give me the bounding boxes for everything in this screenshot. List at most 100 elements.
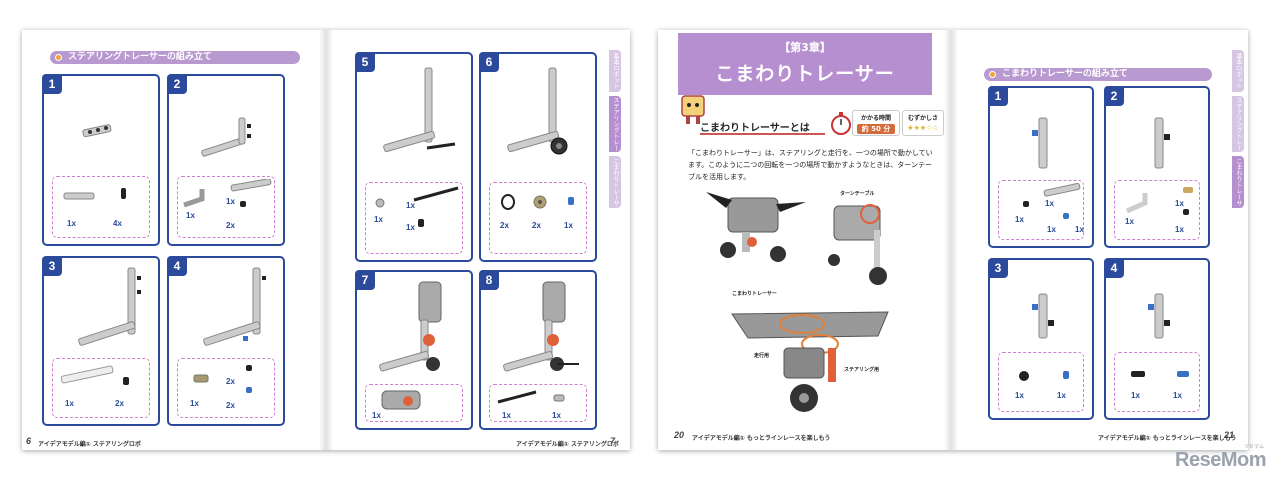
chapter-tab[interactable]: こまわりトレーサー — [600, 156, 621, 208]
chapter-tab[interactable]: 基本ロボット — [1232, 50, 1244, 92]
step-card-3: 3 1x 1x — [988, 258, 1094, 420]
time-label: かかる時間 — [860, 115, 891, 122]
frame-wheel-model-image — [507, 67, 568, 155]
section-title: こまわりトレーサーの組み立て — [1002, 69, 1128, 79]
stopwatch-icon — [831, 112, 851, 135]
part-blue-pin-image — [1063, 213, 1069, 219]
section-title: ステアリングトレーサーの組み立て — [68, 52, 212, 62]
intro-paragraph: 「こまわりトレーサー」は、ステアリングと走行を、一つの場所で動かしています。この… — [688, 149, 933, 181]
part-pin-image — [1023, 201, 1029, 207]
parts-box: 1x 1x 2x — [177, 176, 275, 238]
frame-model-image — [383, 67, 456, 153]
watermark-subtext: リセマム — [1243, 444, 1264, 450]
callout-drive: 走行用 — [754, 353, 770, 359]
chapter-tab-active[interactable]: こまわりトレーサー — [1223, 156, 1244, 208]
part-pin-image — [246, 365, 252, 371]
step-number: 3 — [988, 258, 1008, 278]
part-angle-beam-image — [183, 189, 205, 208]
step-card-1: 1 1x 4x — [42, 74, 160, 246]
bullet-icon — [55, 54, 62, 61]
part-qty: 1x — [1047, 225, 1056, 234]
part-angle-beam-image — [1125, 193, 1148, 214]
beam-model-image — [1032, 293, 1054, 339]
page-gutter — [319, 30, 333, 450]
part-qty: 1x — [1131, 391, 1140, 400]
page-number: 6 — [26, 436, 32, 446]
parts-box: 1x — [365, 384, 463, 422]
motor-frame-model-image — [503, 281, 579, 372]
part-gear-image — [533, 195, 547, 209]
page-number: 7 — [610, 436, 616, 446]
part-qty: 1x — [1015, 391, 1024, 400]
beam-model-image — [82, 124, 112, 138]
part-tire-image — [501, 194, 515, 210]
motor-frame-model-image — [379, 281, 442, 372]
chapter-tab-active[interactable]: ステアリングトレーサー — [600, 96, 621, 152]
chapter-title: こまわりトレーサー — [715, 63, 895, 85]
part-qty: 1x — [1057, 391, 1066, 400]
part-qty: 1x — [406, 201, 415, 210]
parts-box: 1x 1x — [1114, 352, 1200, 412]
step-card-8: 8 1x 1x — [479, 270, 597, 430]
part-qty: 1x — [190, 399, 199, 408]
part-pin-image — [123, 377, 129, 385]
part-qty: 4x — [113, 219, 122, 228]
step-card-2: 2 1x 1x 2x — [167, 74, 285, 246]
beam-model-image — [1154, 117, 1170, 169]
chapter-tab[interactable]: ステアリングトレーサー — [1223, 96, 1244, 152]
callout-turntable: ターンテーブル — [840, 191, 875, 197]
page-footer: アイデアモデル編① ステアリングロボ — [516, 441, 619, 448]
book-spread-komawari: 【第3章】 こまわりトレーサー こまわりトレーサーとは かかる時間 約 50 分… — [658, 30, 1248, 450]
parts-box: 2x 2x 1x — [489, 182, 587, 254]
chapter-tab[interactable]: 基本ロボット — [609, 50, 621, 92]
beam-model-image — [1032, 117, 1048, 169]
step-card-6: 6 2x 2x 1x — [479, 52, 597, 262]
part-qty: 1x — [1175, 199, 1184, 208]
step-card-4: 4 1x 1x — [1104, 258, 1210, 420]
about-heading: こまわりトレーサーとは — [700, 119, 825, 135]
step-number: 1 — [42, 74, 62, 94]
page-gutter — [944, 30, 958, 450]
part-beam-image — [230, 179, 272, 192]
bullet-icon — [989, 71, 996, 78]
page-footer: アイデアモデル編① もっとラインレースを楽しもう — [692, 435, 831, 442]
mascot-icon — [681, 95, 705, 124]
part-tan-pin-image — [1183, 187, 1193, 193]
part-blue-pin-image — [1177, 371, 1189, 377]
step-number: 2 — [167, 74, 187, 94]
part-qty: 1x — [1175, 225, 1184, 234]
part-bush-image — [1019, 371, 1029, 381]
step-number: 3 — [42, 256, 62, 276]
part-qty: 1x — [65, 399, 74, 408]
difficulty-stars: ★★★☆☆ — [907, 124, 939, 132]
callout-steering: ステアリング用 — [844, 367, 880, 373]
section-header: ステアリングトレーサーの組み立て — [50, 51, 300, 64]
robot-photo-front — [706, 192, 806, 262]
part-blue-pin-image — [568, 197, 574, 205]
step-card-7: 7 1x — [355, 270, 473, 430]
step-number: 6 — [479, 52, 499, 72]
parts-box: 1x 4x — [52, 176, 150, 238]
part-blue-pin-image — [1063, 371, 1069, 379]
parts-box: 1x 1x 1x — [365, 182, 463, 254]
step-number: 4 — [167, 256, 187, 276]
chapter-title-box: 【第3章】 こまわりトレーサー — [678, 33, 932, 95]
part-qty: 1x — [552, 411, 561, 420]
part-qty: 1x — [67, 219, 76, 228]
part-axle-image — [497, 390, 537, 404]
section-header: こまわりトレーサーの組み立て — [984, 68, 1212, 81]
difficulty-badge: むずかしさ ★★★☆☆ — [902, 110, 944, 136]
parts-box: 1x 2x 2x — [177, 358, 275, 418]
l-frame-model-image — [203, 267, 266, 346]
part-pin-image — [1131, 371, 1145, 377]
parts-box: 1x 1x — [489, 384, 587, 422]
part-qty: 1x — [406, 223, 415, 232]
chapter-label: 【第3章】 — [779, 41, 831, 54]
part-qty: 2x — [532, 221, 541, 230]
part-qty: 1x — [564, 221, 573, 230]
robot-photo-underside — [731, 311, 889, 412]
parts-box: 1x 2x — [52, 358, 150, 418]
step-card-1: 1 1x 1x 1x 1x — [988, 86, 1094, 248]
l-frame-model-image — [78, 267, 141, 346]
part-qty: 1x — [1045, 199, 1054, 208]
